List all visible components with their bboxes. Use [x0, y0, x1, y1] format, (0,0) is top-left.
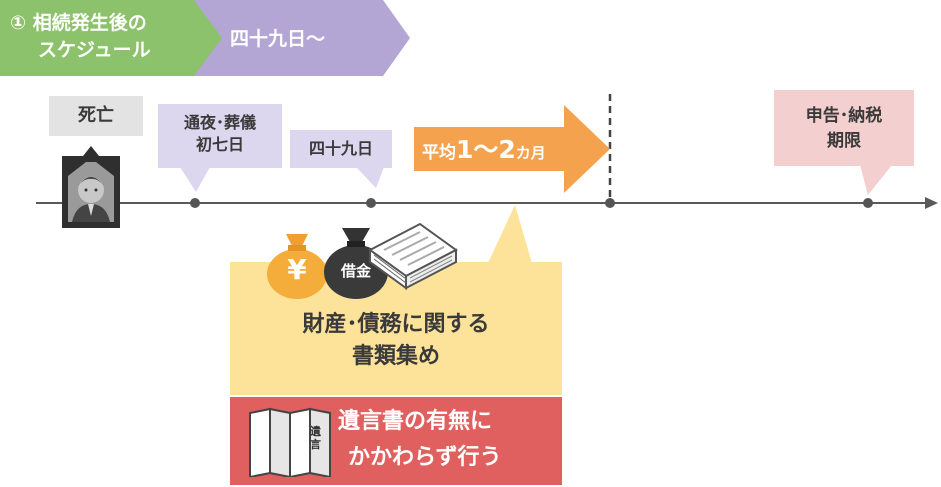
will-icon-label: 遺言: [310, 425, 321, 451]
debt-bag-label: 借金: [340, 262, 371, 280]
dashed-marker: [608, 94, 612, 200]
wake-line1: 通夜･葬儀: [183, 113, 256, 132]
phase-tag-line2: スケジュール: [38, 39, 151, 61]
average-arrow: [414, 105, 610, 193]
death-label: 死亡: [49, 96, 143, 136]
deadline-line1: 申告･納税: [805, 106, 883, 126]
will-line2: かかわらず行う: [348, 445, 502, 470]
will-box-text: 遺言書の有無に かかわらず行う: [338, 404, 558, 476]
timeline-axis: [36, 197, 938, 209]
phase-tag-line1: ① 相続発生後の: [10, 12, 147, 34]
timeline-point-wake: [190, 198, 200, 208]
deadline-callout-text: 申告･納税 期限: [774, 104, 914, 154]
yen-bag-icon: [267, 234, 327, 299]
will-document-icon: [249, 407, 331, 477]
task-line2: 書類集め: [351, 344, 440, 369]
wake-line2: 初七日: [195, 135, 244, 154]
average-prefix: 平均: [422, 143, 456, 163]
wake-callout-bg: [158, 104, 282, 192]
wake-callout-text: 通夜･葬儀 初七日: [158, 112, 282, 156]
phase-tag-label: ① 相続発生後の スケジュール: [10, 10, 200, 64]
timeline-point-2months: [605, 198, 615, 208]
phase-tag-shape: [0, 0, 222, 76]
period-tag-label: 四十九日～: [230, 28, 326, 50]
average-value: 1～2: [456, 135, 516, 164]
deadline-callout-bg: [774, 90, 914, 195]
average-unit: カ月: [515, 144, 546, 162]
average-label: 平均1～2カ月: [422, 130, 546, 166]
period-tag-shape: [178, 0, 410, 76]
timeline-point-49days: [366, 198, 376, 208]
document-stack-icon: [368, 222, 458, 290]
forty-nine-label: 四十九日: [308, 139, 373, 158]
timeline-point-deadline: [863, 198, 873, 208]
portrait-icon: [62, 146, 120, 228]
will-line1: 遺言書の有無に: [338, 409, 493, 434]
forty-nine-callout-bg: [290, 130, 392, 188]
task-box-text: 財産･債務に関する 書類集め: [230, 309, 562, 373]
deadline-line2: 期限: [827, 131, 861, 151]
yen-symbol: ¥: [287, 253, 307, 286]
task-line1: 財産･債務に関する: [302, 312, 490, 337]
